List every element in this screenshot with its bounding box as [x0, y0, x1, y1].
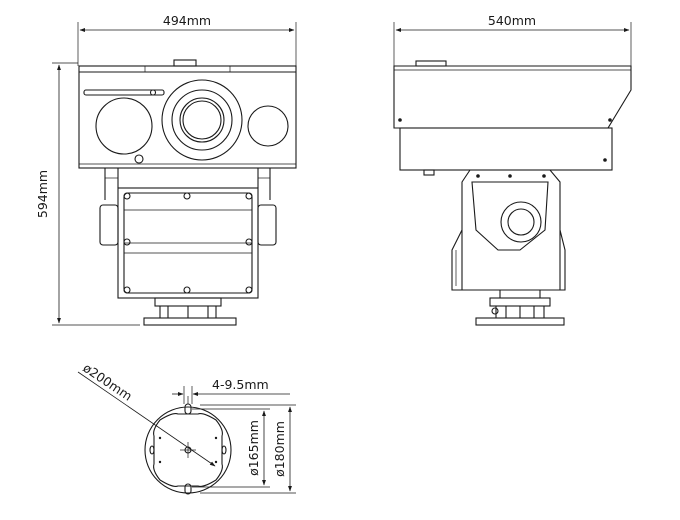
side-pan-tilt-body [451, 169, 566, 291]
side-housing [393, 60, 632, 176]
inner-bolt-circle-dimension: ø165mm [192, 408, 270, 488]
inner-bolt-circle-label: ø165mm [246, 420, 261, 476]
outer-bolt-circle-dimension: ø180mm [200, 404, 296, 494]
side-view: 540mm [393, 13, 632, 326]
front-height-label: 594mm [35, 170, 50, 218]
tilt-axis-icon [500, 201, 542, 243]
front-height-dimension: 594mm [35, 62, 140, 326]
mounting-hole-bottom [184, 483, 192, 495]
side-depth-dimension: 540mm [393, 13, 632, 66]
camera-housing [78, 59, 297, 169]
front-width-label: 494mm [163, 13, 211, 28]
mounting-hole-left [149, 445, 155, 455]
base-flange [144, 396, 232, 495]
outer-diameter-label: ø200mm [80, 360, 135, 404]
hole-label: 4-9.5mm [212, 377, 269, 392]
right-lens-icon [247, 105, 289, 147]
mounting-hole-top [184, 403, 192, 415]
hole-dimension: 4-9.5mm [172, 377, 290, 404]
base-plan-view: ø200mm 4-9.5mm ø165mm ø180mm [77, 360, 296, 495]
side-depth-label: 540mm [488, 13, 536, 28]
mounting-hole-right [221, 445, 227, 455]
side-base [462, 289, 565, 326]
front-view: 494mm 594mm [35, 13, 297, 326]
front-width-dimension: 494mm [77, 13, 297, 66]
pan-tilt-body [99, 168, 277, 326]
left-lens-icon [95, 97, 153, 155]
outer-bolt-circle-label: ø180mm [272, 421, 287, 477]
center-lens-icon [161, 79, 243, 161]
